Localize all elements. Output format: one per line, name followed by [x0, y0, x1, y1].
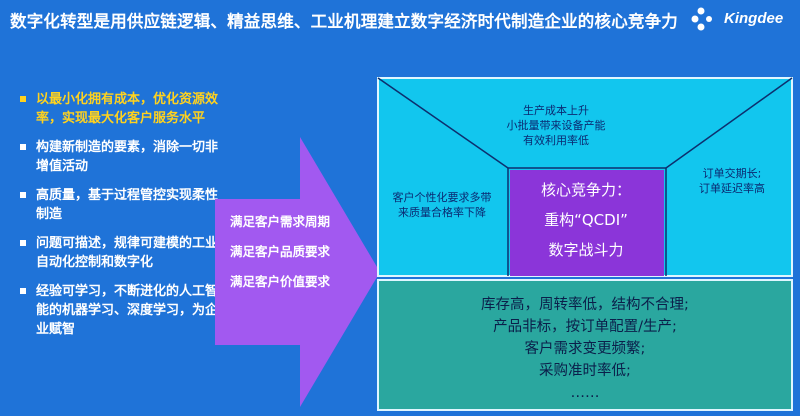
- left-line-1: 客户个性化要求多带: [392, 191, 492, 204]
- bullet-item-1: 以最小化拥有成本，优化资源效率，实现最大化客户服务水平: [20, 90, 220, 128]
- bullet-dot: [20, 96, 26, 102]
- bottom-line-4: 采购准时率低;: [539, 363, 631, 379]
- bottom-line-5: ……: [570, 385, 600, 401]
- core-line-2: 重构“QCDI”: [544, 211, 628, 229]
- bullet-item-3: 高质量，基于过程管控实现柔性制造: [20, 186, 220, 224]
- diagonal-line: [665, 77, 793, 169]
- bullet-text: 高质量，基于过程管控实现柔性制造: [36, 188, 219, 222]
- arrow-label-2: 满足客户品质要求: [230, 244, 331, 259]
- arrow-labels: 满足客户需求周期 满足客户品质要求 满足客户价值要求: [230, 212, 350, 302]
- top-line-3: 有效利用率低: [523, 134, 589, 147]
- right-line-2: 订单延迟率高: [699, 182, 765, 195]
- left-line-2: 来质量合格率下降: [398, 206, 486, 219]
- top-line-1: 生产成本上升: [523, 104, 589, 117]
- bullet-dot: [20, 288, 26, 294]
- core-competitiveness-text: 核心竞争力： 重构“QCDI” 数字战斗力: [512, 175, 660, 275]
- bottom-section-text: 库存高，周转率低，结构不合理; 产品非标，按订单配置/生产; 客户需求变更频繁;…: [378, 294, 792, 404]
- core-line-3: 数字战斗力: [548, 241, 624, 259]
- logo-text: Kingdee: [724, 10, 784, 27]
- bullet-item-2: 构建新制造的要素，消除一切非增值活动: [20, 138, 220, 176]
- teal-box: [377, 279, 793, 411]
- bullet-dot: [20, 240, 26, 246]
- arrow-label-1: 满足客户需求周期: [230, 214, 331, 229]
- kingdee-logo-icon: [691, 7, 712, 31]
- top-line-2: 小批量带来设备产能: [506, 119, 606, 132]
- right-section-text: 订单交期长; 订单延迟率高: [670, 166, 794, 196]
- bullet-dot: [20, 144, 26, 150]
- left-section-text: 客户个性化要求多带 来质量合格率下降: [382, 190, 502, 220]
- bottom-line-2: 产品非标，按订单配置/生产;: [493, 319, 677, 335]
- arrow-label-3: 满足客户价值要求: [230, 274, 331, 289]
- bullet-text: 经验可学习，不断进化的人工智能的机器学习、深度学习，为企业赋智: [36, 284, 219, 337]
- diagonal-line: [377, 77, 509, 169]
- bullet-text: 以最小化拥有成本，优化资源效率，实现最大化客户服务水平: [36, 92, 219, 126]
- big-arrow-shape: [215, 137, 380, 407]
- bottom-line-3: 客户需求变更频繁;: [524, 341, 646, 357]
- bullet-text: 构建新制造的要素，消除一切非增值活动: [36, 140, 219, 174]
- right-line-1: 订单交期长;: [702, 167, 762, 180]
- page-title: 数字化转型是用供应链逻辑、精益思维、工业机理建立数字经济时代制造企业的核心竞争力: [10, 12, 678, 31]
- bullet-text: 问题可描述，规律可建模的工业自动化控制和数字化: [36, 236, 219, 270]
- bottom-line-1: 库存高，周转率低，结构不合理;: [481, 297, 689, 313]
- bullet-item-4: 问题可描述，规律可建模的工业自动化控制和数字化: [20, 234, 220, 272]
- bullet-list: 以最小化拥有成本，优化资源效率，实现最大化客户服务水平 构建新制造的要素，消除一…: [20, 90, 220, 349]
- bullet-item-5: 经验可学习，不断进化的人工智能的机器学习、深度学习，为企业赋智: [20, 282, 220, 339]
- bullet-dot: [20, 192, 26, 198]
- core-line-1: 核心竞争力：: [540, 181, 631, 199]
- top-section-text: 生产成本上升 小批量带来设备产能 有效利用率低: [456, 103, 656, 148]
- competitiveness-diagram: [377, 77, 793, 411]
- core-box: [510, 170, 664, 276]
- kingdee-logo: Kingdee: [690, 4, 790, 34]
